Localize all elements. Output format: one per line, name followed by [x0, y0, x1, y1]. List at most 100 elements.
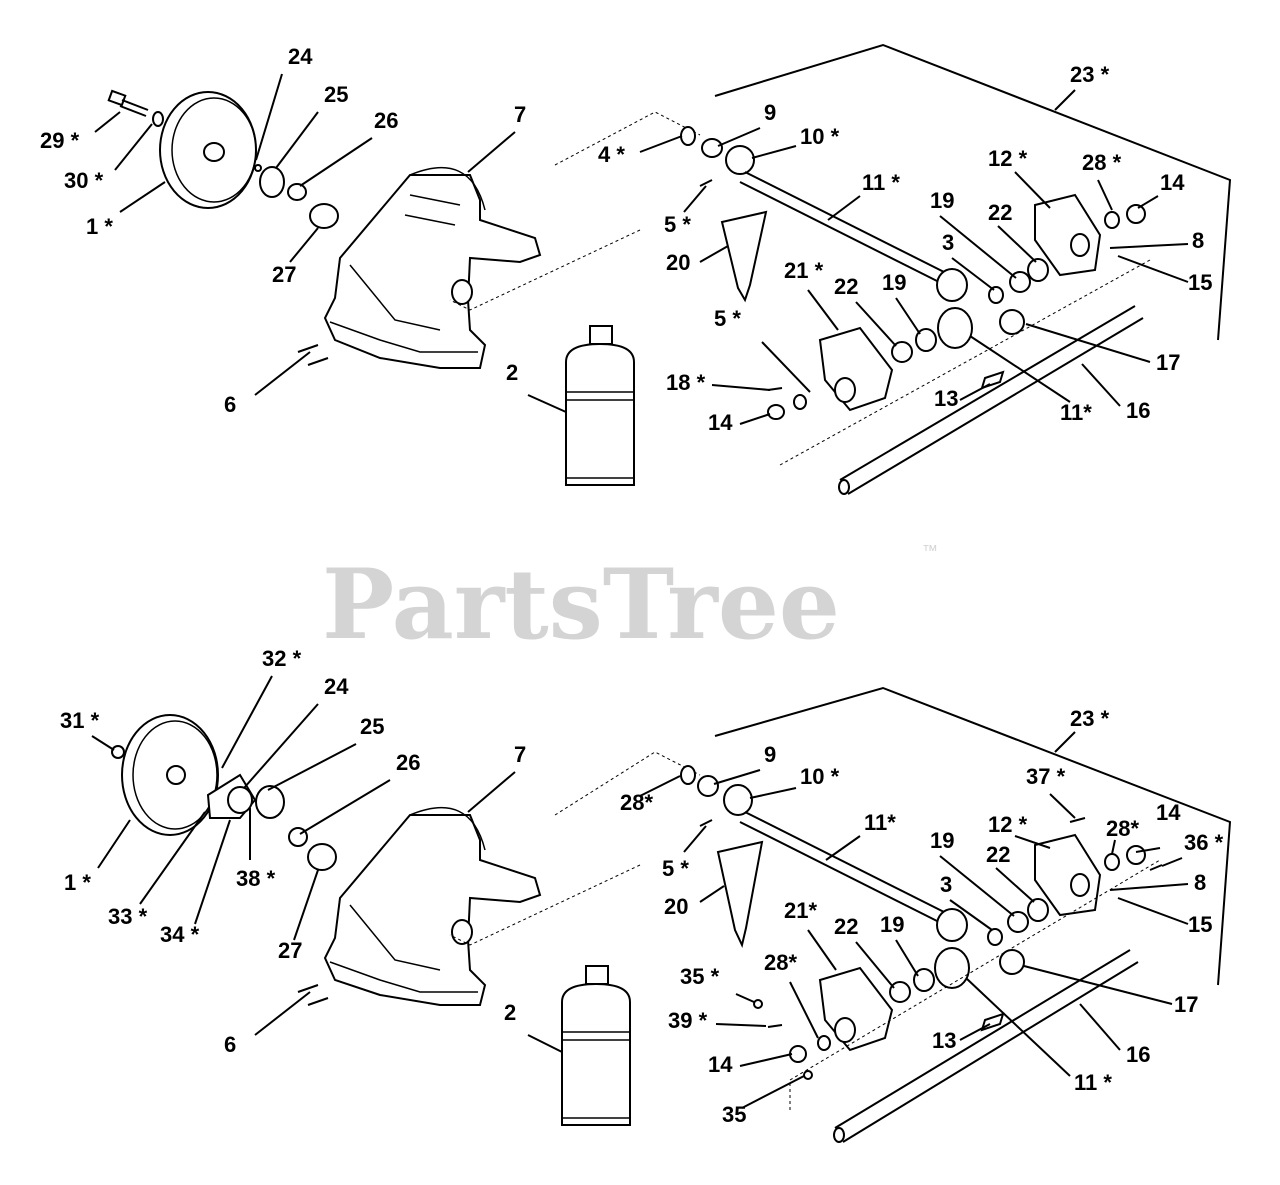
leader-line [289, 227, 319, 263]
dashed-guide [779, 259, 1151, 466]
part-bushing [999, 949, 1025, 975]
part-case-bore [834, 377, 856, 403]
callout-label: 27 [278, 938, 302, 963]
leader-line [1054, 731, 1076, 753]
callout-label: 39 * [668, 1008, 708, 1033]
leader-line [1025, 323, 1151, 363]
leader-line [959, 1023, 991, 1041]
leader-line [789, 981, 819, 1039]
callout-label: 16 [1126, 1042, 1150, 1067]
leader-line [243, 703, 319, 789]
callout-label: 38 * [236, 866, 276, 891]
leader-line [299, 779, 391, 835]
callout-label: 20 [664, 894, 688, 919]
leader-line [855, 941, 895, 989]
leader-line [699, 245, 729, 263]
callout-label: 16 [1126, 398, 1150, 423]
leader-line [995, 867, 1035, 903]
callout-label: 11 * [862, 170, 900, 195]
part-housing [323, 806, 542, 1006]
part-washer [1126, 845, 1146, 865]
leader-line [1135, 847, 1161, 853]
leader-line [639, 775, 681, 797]
part-washer [789, 1045, 807, 1063]
part-washer [1104, 211, 1120, 229]
part-housing [323, 166, 542, 369]
callout-label: 14 [708, 410, 733, 435]
callout-label: 2 [506, 360, 518, 385]
callout-label: 21* [784, 898, 817, 923]
leader-line [739, 1053, 793, 1067]
callout-label: 9 [764, 100, 776, 125]
part-spacer [987, 928, 1003, 946]
part-bushing [701, 138, 723, 158]
callout-label: 5 * [664, 212, 691, 237]
part-screw [767, 1024, 783, 1028]
part-washer [915, 328, 937, 352]
callout-label: 13 [932, 1028, 956, 1053]
part-drive-shaft [838, 305, 1144, 495]
part-flange [307, 843, 337, 871]
part-bushing [999, 309, 1025, 335]
leader-line [949, 899, 993, 931]
callout-label: 28* [620, 790, 653, 815]
callout-label: 19 [880, 912, 904, 937]
leader-line [711, 384, 771, 391]
callout-label: 27 [272, 262, 296, 287]
part-grease-tube [720, 210, 768, 303]
leader-line [254, 351, 311, 396]
callout-label: 12 * [988, 812, 1028, 837]
part-washer [767, 404, 785, 420]
bottom-assembly [111, 686, 1232, 1143]
part-washer [1126, 204, 1146, 224]
part-bolt [111, 745, 125, 759]
part-pin [297, 344, 319, 353]
leader-line [293, 869, 319, 941]
part-pin [297, 984, 319, 993]
leader-line [221, 675, 273, 769]
part-hub [259, 166, 285, 198]
part-grease-tube [716, 840, 764, 949]
leader-line [825, 835, 861, 861]
part-flange [255, 785, 285, 819]
callout-label: 14 [1156, 800, 1181, 825]
callout-label: 6 [224, 392, 236, 417]
leader-line [807, 929, 837, 971]
callout-label: 15 [1188, 270, 1212, 295]
part-bolt [107, 89, 149, 117]
leader-line [1117, 255, 1189, 283]
part-oil-bottle [565, 325, 635, 486]
callout-label: 24 [324, 674, 349, 699]
dashed-guide [449, 751, 701, 946]
assembly-bracket [714, 43, 1232, 341]
leader-line [194, 819, 231, 925]
callout-label: 33 * [108, 904, 148, 929]
callout-label: 5 * [662, 856, 689, 881]
part-bearing [287, 183, 307, 201]
callout-label: 35 [722, 1102, 746, 1127]
leader-line [713, 769, 761, 785]
leader-line [895, 939, 919, 977]
callout-label: 22 [986, 842, 1010, 867]
callout-label: 9 [764, 742, 776, 767]
leader-line [683, 825, 707, 853]
part-nut [803, 1070, 813, 1080]
leader-line [969, 335, 1071, 403]
callout-label: 22 [834, 914, 858, 939]
leader-line [1014, 171, 1051, 209]
callout-label: 10 * [800, 764, 840, 789]
part-bearing [723, 784, 753, 816]
callout-label: 35 * [680, 964, 720, 989]
part-hub [227, 786, 253, 814]
part-key [980, 370, 1005, 390]
leader-line [255, 73, 283, 161]
leader-line [1023, 965, 1173, 1005]
part-flange [309, 203, 339, 229]
part-pin [307, 357, 329, 366]
part-pin [699, 179, 713, 187]
callout-label: 3 [940, 872, 952, 897]
part-washer [1027, 898, 1049, 922]
part-worm-gear [934, 947, 970, 989]
callout-label: 23 * [1070, 62, 1110, 87]
